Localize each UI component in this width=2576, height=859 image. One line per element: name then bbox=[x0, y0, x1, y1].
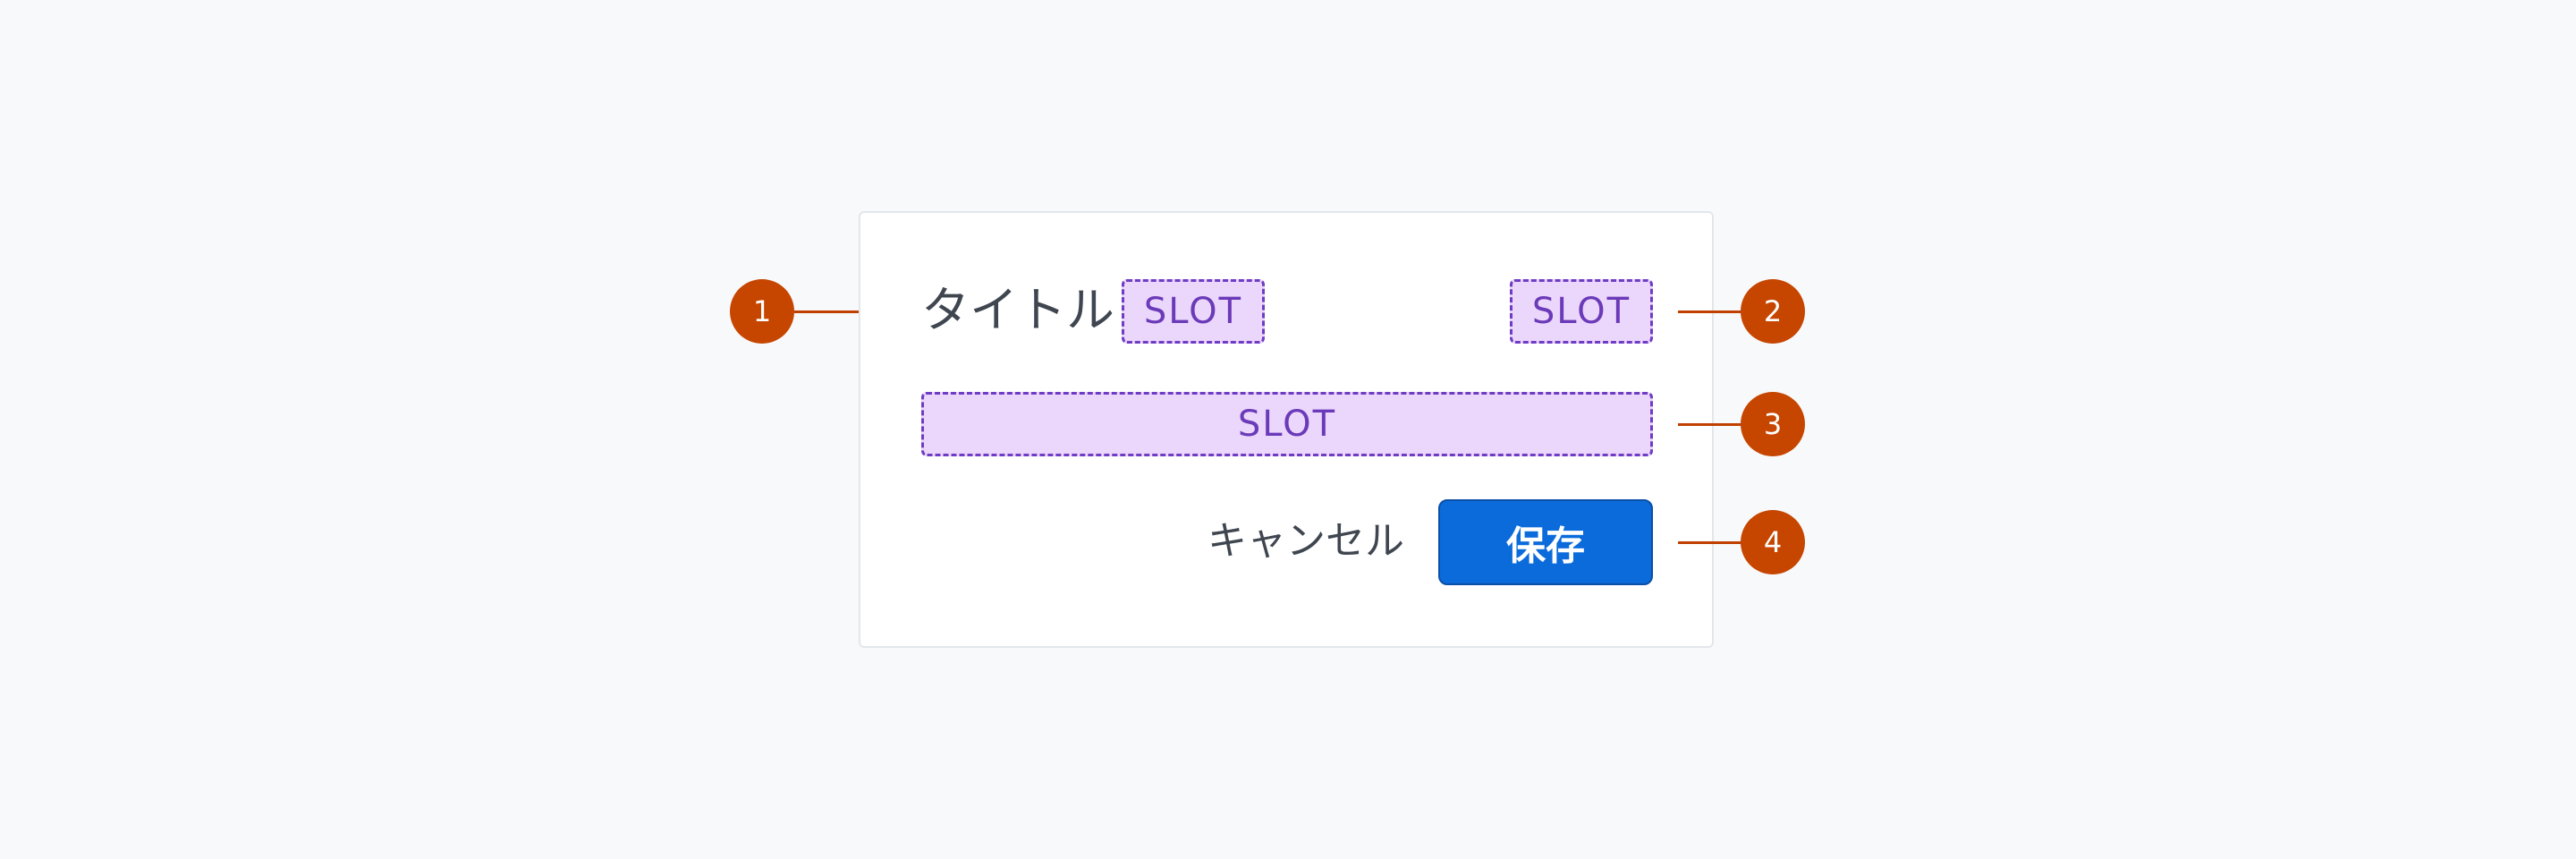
callout-4-marker: 4 bbox=[1741, 510, 1805, 574]
cancel-button[interactable]: キャンセル bbox=[1208, 518, 1404, 564]
callout-4-leader bbox=[1678, 541, 1742, 544]
content-slot: SLOT bbox=[921, 392, 1653, 456]
callout-1-leader bbox=[794, 310, 859, 313]
callout-3-leader bbox=[1678, 423, 1742, 426]
dialog-title: タイトル bbox=[921, 282, 1114, 338]
callout-2-marker: 2 bbox=[1741, 279, 1805, 344]
callout-2-leader bbox=[1678, 310, 1742, 313]
save-button[interactable]: 保存 bbox=[1438, 499, 1653, 585]
header-actions-slot: SLOT bbox=[1510, 279, 1653, 344]
title-slot: SLOT bbox=[1122, 279, 1265, 344]
callout-1-marker: 1 bbox=[730, 279, 794, 344]
callout-3-marker: 3 bbox=[1741, 392, 1805, 456]
